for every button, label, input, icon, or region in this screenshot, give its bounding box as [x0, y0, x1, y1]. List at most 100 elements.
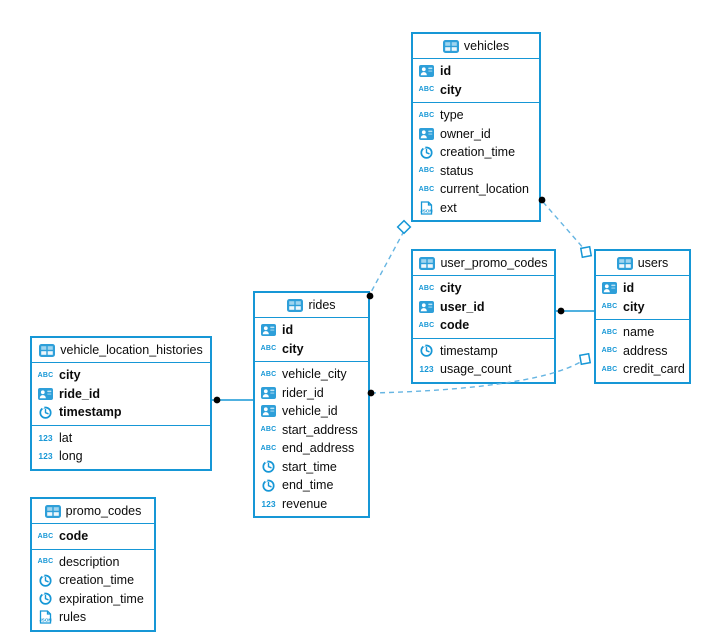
field-row-id[interactable]: id [413, 62, 539, 81]
table-name: promo_codes [65, 503, 142, 518]
field-row-id[interactable]: id [255, 321, 368, 340]
table-name: users [637, 255, 669, 270]
field-label: description [59, 554, 120, 569]
field-label: timestamp [59, 405, 122, 420]
field-label: usage_count [440, 362, 512, 377]
field-row-ext[interactable]: JSON ext [413, 199, 539, 218]
field-row-user_id[interactable]: user_id [413, 298, 554, 317]
table-grid-icon [442, 39, 459, 53]
field-row-id[interactable]: id [596, 279, 689, 298]
field-label: creation_time [59, 573, 135, 588]
endpoint-dot-marker [213, 396, 221, 404]
abc-type-icon: ABC [418, 111, 435, 119]
clock-type-icon [418, 344, 435, 357]
abc-type-icon: ABC [601, 303, 618, 311]
field-row-creation_time[interactable]: creation_time [32, 571, 154, 590]
field-label: start_address [282, 422, 358, 437]
table-header-users[interactable]: users [596, 251, 689, 276]
field-label: name [623, 325, 655, 340]
field-row-end_time[interactable]: end_time [255, 476, 368, 495]
table-header-vehicles[interactable]: vehicles [413, 34, 539, 59]
field-row-expiration_time[interactable]: expiration_time [32, 590, 154, 609]
123-type-icon: 123 [38, 451, 53, 461]
abc-type-icon: ABC [37, 532, 54, 540]
abc-type-icon: ABC [260, 444, 277, 452]
field-label: city [59, 368, 81, 383]
field-row-rider_id[interactable]: rider_id [255, 384, 368, 403]
table-header-promo_codes[interactable]: promo_codes [32, 499, 154, 524]
svg-text:JSON: JSON [420, 208, 433, 213]
abc-type-icon: ABC [260, 445, 277, 452]
table-header-user_promo_codes[interactable]: user_promo_codes [413, 251, 554, 276]
table-header-rides[interactable]: rides [255, 293, 368, 318]
123-type-icon: 123 [37, 433, 54, 443]
endpoint-square-marker [579, 245, 593, 259]
field-row-timestamp[interactable]: timestamp [32, 403, 210, 422]
clock-type-icon [37, 592, 54, 605]
abc-type-icon: ABC [37, 558, 54, 566]
table-header-vehicle_location_histories[interactable]: vehicle_location_histories [32, 338, 210, 363]
field-row-description[interactable]: ABC description [32, 553, 154, 572]
field-label: ext [440, 200, 457, 215]
field-row-timestamp[interactable]: timestamp [413, 342, 554, 361]
field-row-start_address[interactable]: ABC start_address [255, 421, 368, 440]
abc-type-icon: ABC [418, 167, 435, 175]
clock-type-icon [260, 460, 277, 473]
table-name: vehicles [463, 38, 510, 53]
field-row-start_time[interactable]: start_time [255, 458, 368, 477]
table-name: rides [308, 297, 336, 312]
abc-type-icon: ABC [418, 86, 435, 93]
field-row-creation_time[interactable]: creation_time [413, 143, 539, 162]
abc-type-icon: ABC [37, 558, 54, 565]
abc-type-icon: ABC [260, 426, 277, 434]
field-row-vehicle_id[interactable]: vehicle_id [255, 402, 368, 421]
clock-type-icon [37, 405, 54, 419]
field-label: current_location [440, 182, 529, 197]
id-badge-icon [418, 300, 435, 313]
field-label: start_time [282, 459, 337, 474]
123-type-icon: 123 [419, 364, 434, 374]
clock-type-icon [260, 478, 277, 492]
field-row-ride_id[interactable]: ride_id [32, 385, 210, 404]
abc-type-icon: ABC [260, 426, 277, 433]
field-row-owner_id[interactable]: owner_id [413, 125, 539, 144]
field-label: creation_time [440, 145, 516, 160]
field-row-usage_count[interactable]: 123 usage_count [413, 360, 554, 379]
field-label: credit_card [623, 362, 685, 377]
endpoint-diamond-marker [396, 219, 412, 235]
field-label: expiration_time [59, 591, 144, 606]
